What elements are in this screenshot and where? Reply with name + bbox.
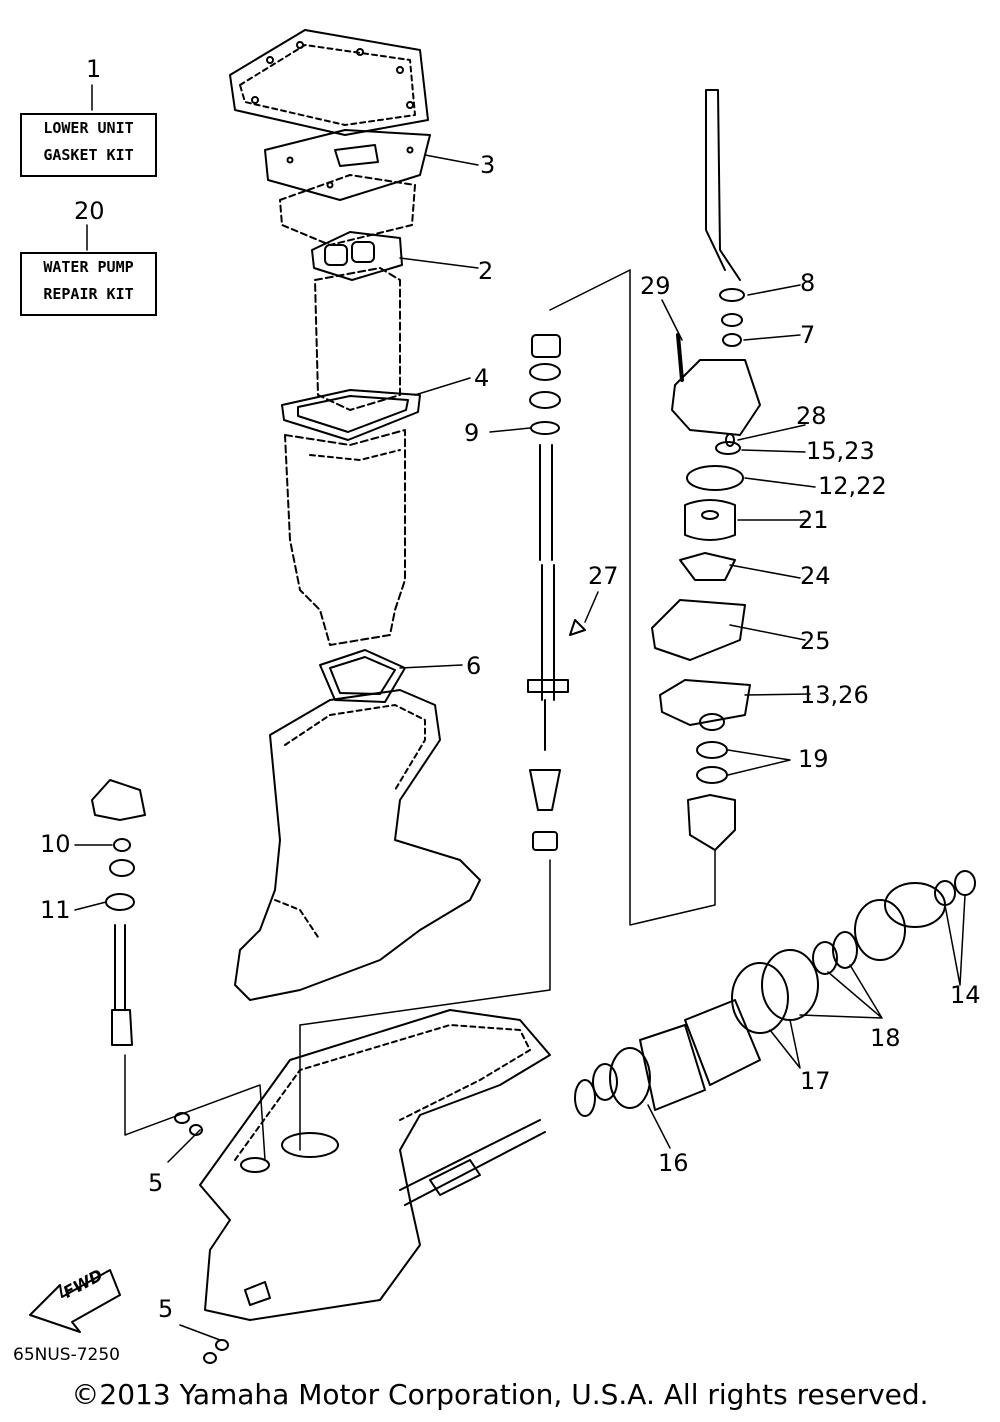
callout-16: 16 — [658, 1149, 689, 1177]
propeller-shaft — [399, 1119, 546, 1206]
callout-17: 17 — [800, 1067, 831, 1095]
gasket-2 — [311, 231, 403, 281]
callout-19: 19 — [798, 745, 829, 773]
gasket-3 — [264, 129, 431, 201]
lower-casing — [234, 689, 481, 1001]
kit-line: REPAIR KIT — [43, 285, 134, 303]
gearcase-housing — [199, 1009, 551, 1321]
callout-8: 8 — [800, 269, 816, 297]
shift-rod-assembly — [91, 779, 146, 1046]
callout-10: 10 — [40, 830, 71, 858]
diagram-part-code: 65NUS-7250 — [13, 1345, 120, 1365]
callout-27: 27 — [588, 562, 619, 590]
callout-14: 14 — [950, 981, 981, 1009]
water-pump-assembly — [651, 89, 761, 851]
callout-2: 2 — [478, 257, 494, 285]
exhaust-guide — [314, 267, 401, 411]
upper-casing — [284, 429, 406, 646]
callout-9: 9 — [464, 419, 480, 447]
callout-25: 25 — [800, 627, 831, 655]
callout-5-lower: 5 — [158, 1295, 174, 1323]
callout-21: 21 — [798, 506, 829, 534]
driveshaft-assembly — [527, 334, 586, 851]
prop-shaft-housing-assembly — [574, 870, 976, 1117]
callout-13-26: 13,26 — [800, 681, 869, 709]
callout-20: 20 — [74, 197, 105, 225]
callout-24: 24 — [800, 562, 831, 590]
callout-29: 29 — [640, 272, 671, 300]
callout-11: 11 — [40, 896, 71, 924]
callout-15-23: 15,23 — [806, 437, 875, 465]
callout-12-22: 12,22 — [818, 472, 887, 500]
callout-18: 18 — [870, 1024, 901, 1052]
exhaust-plate — [279, 174, 416, 246]
upper-casing-assembly — [229, 29, 429, 136]
callout-7: 7 — [800, 321, 816, 349]
callout-4: 4 — [474, 364, 490, 392]
fasteners — [174, 1112, 229, 1364]
callout-1: 1 — [86, 55, 102, 83]
fwd-arrow-icon — [29, 1269, 121, 1333]
kit-line: WATER PUMP — [43, 258, 134, 276]
rubber-seal-6 — [319, 649, 406, 703]
leader-lines — [74, 84, 966, 1341]
copyright-notice: ©2013 Yamaha Motor Corporation, U.S.A. A… — [71, 1378, 929, 1411]
gasket-4 — [281, 389, 421, 441]
kit-line: LOWER UNIT — [43, 119, 134, 137]
callout-6: 6 — [466, 652, 482, 680]
callout-28: 28 — [796, 402, 827, 430]
callout-3: 3 — [480, 151, 496, 179]
kit-line: GASKET KIT — [43, 146, 134, 164]
water-pump-repair-kit-label: WATER PUMP REPAIR KIT — [20, 252, 157, 316]
callout-5-upper: 5 — [148, 1169, 164, 1197]
lower-unit-gasket-kit-label: LOWER UNIT GASKET KIT — [20, 113, 157, 177]
